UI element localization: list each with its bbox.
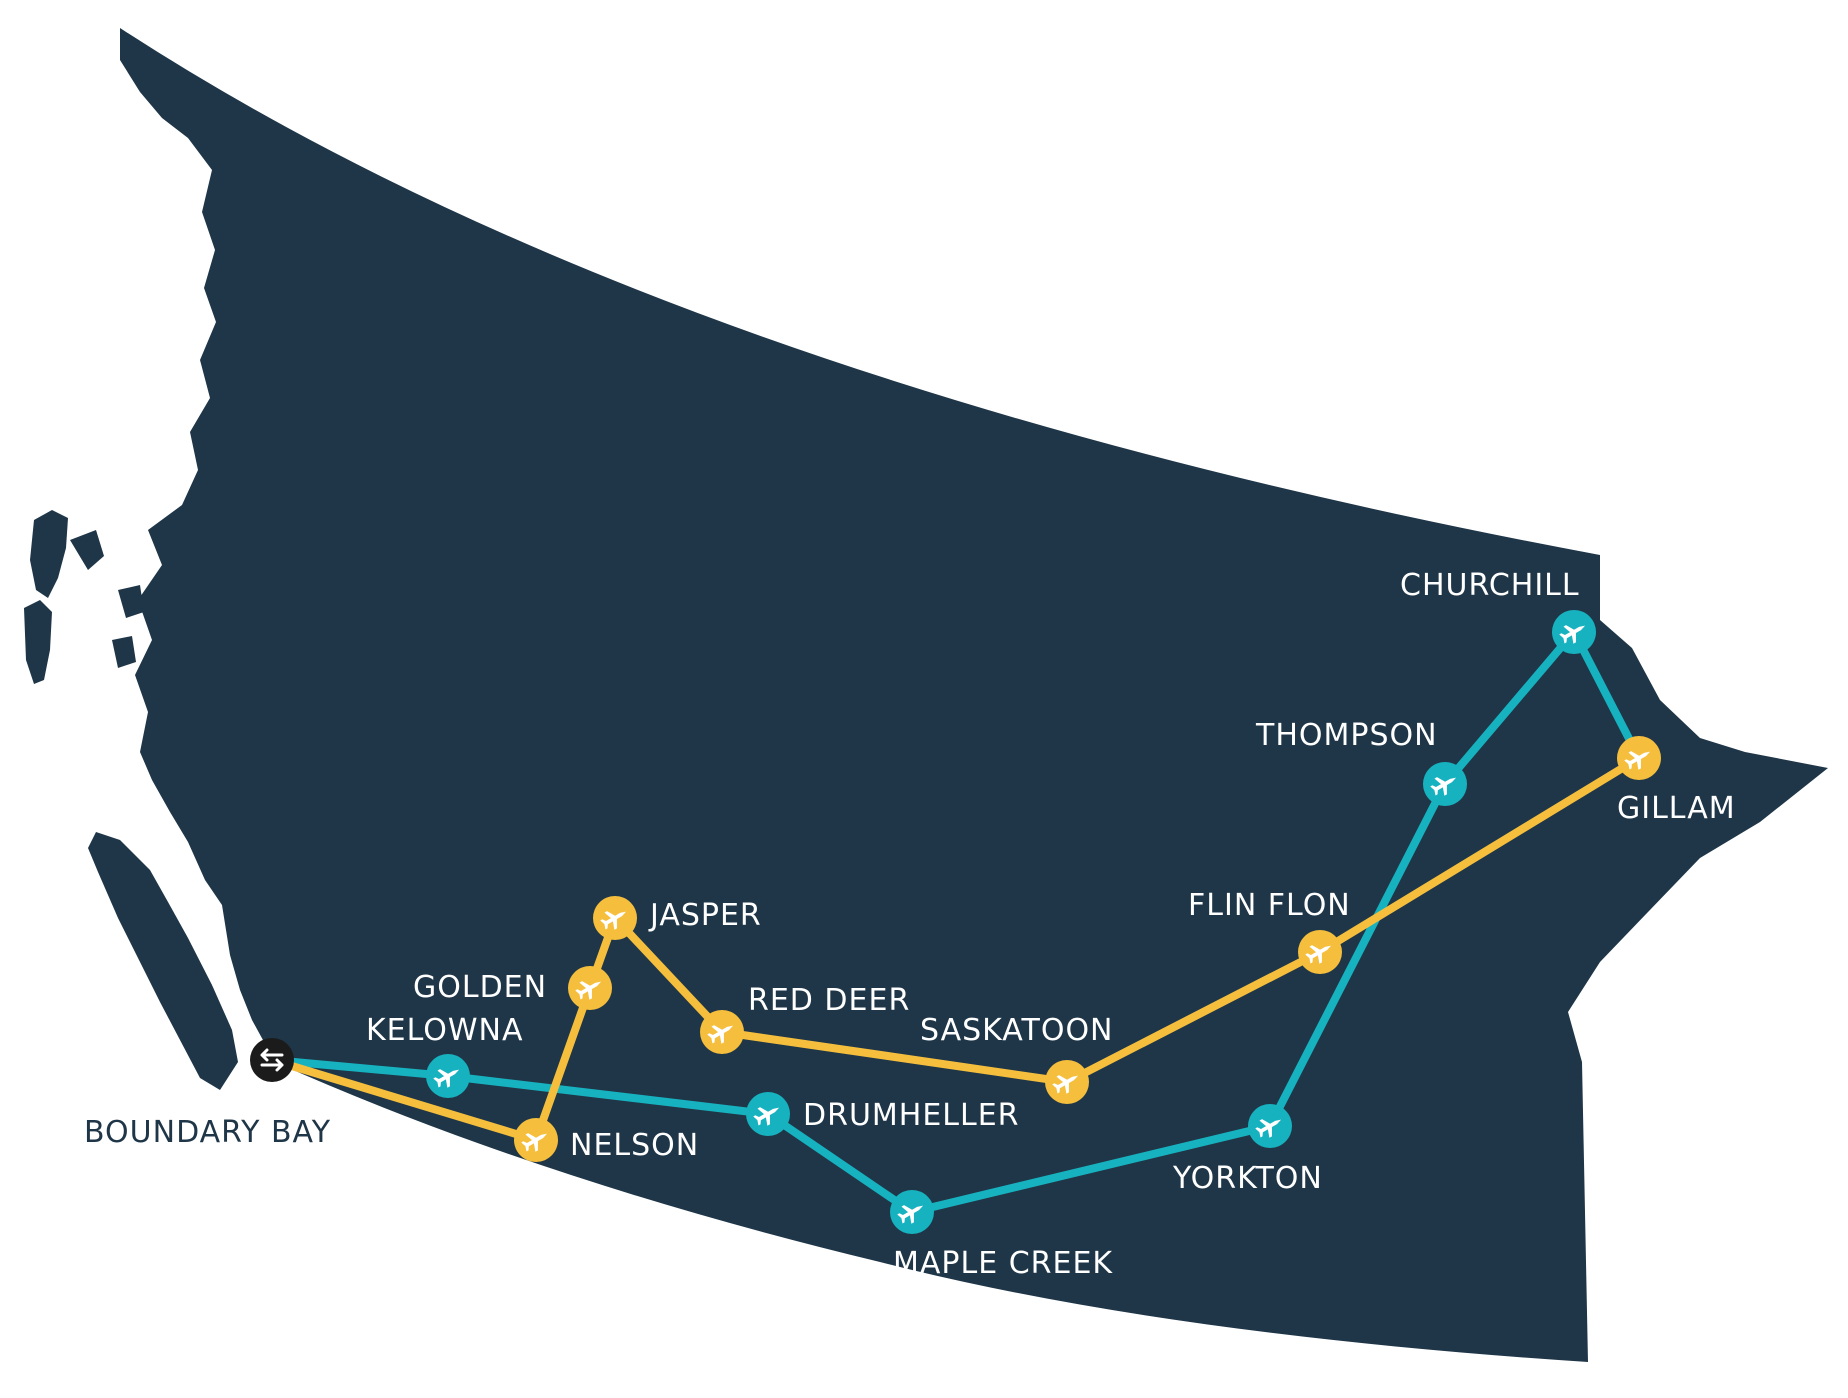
airport-marker-red-deer[interactable]: [700, 1010, 744, 1054]
island-1: [70, 530, 104, 570]
label-boundary-bay: BOUNDARY BAY: [84, 1115, 331, 1150]
airport-marker-nelson[interactable]: [514, 1118, 558, 1162]
label-thompson: THOMPSON: [1255, 718, 1438, 753]
label-jasper: JASPER: [648, 898, 762, 933]
swap-arrows-icon: [260, 1048, 284, 1072]
airport-marker-flin-flon[interactable]: [1298, 930, 1342, 974]
label-yorkton: YORKTON: [1172, 1161, 1323, 1196]
label-kelowna: KELOWNA: [366, 1013, 524, 1048]
start-circle: [250, 1038, 294, 1082]
island-4: [150, 656, 172, 686]
haida-gwaii-south: [24, 600, 52, 684]
vancouver-island: [88, 832, 238, 1090]
labels-layer: BOUNDARY BAY KELOWNA DRUMHELLER MAPLE CR…: [84, 568, 1736, 1281]
airport-marker-saskatoon[interactable]: [1045, 1060, 1089, 1104]
label-golden: GOLDEN: [413, 970, 547, 1005]
airport-marker-yorkton[interactable]: [1248, 1104, 1292, 1148]
island-3: [112, 636, 136, 668]
label-nelson: NELSON: [570, 1128, 699, 1163]
airport-marker-gillam[interactable]: [1617, 736, 1661, 780]
airport-marker-thompson[interactable]: [1423, 762, 1467, 806]
airport-marker-kelowna[interactable]: [426, 1054, 470, 1098]
markers-layer: [250, 610, 1661, 1234]
airport-marker-drumheller[interactable]: [746, 1092, 790, 1136]
label-churchill: CHURCHILL: [1400, 568, 1580, 603]
label-drumheller: DRUMHELLER: [803, 1098, 1020, 1133]
label-flin-flon: FLIN FLON: [1188, 888, 1351, 923]
airport-marker-churchill[interactable]: [1552, 610, 1596, 654]
haida-gwaii-north: [30, 510, 68, 598]
label-maple-creek: MAPLE CREEK: [893, 1246, 1113, 1281]
route-teal: [271, 628, 1643, 1216]
route-gold: [270, 754, 1642, 1144]
routes-layer: [270, 628, 1643, 1216]
airport-marker-golden[interactable]: [568, 966, 612, 1010]
island-5: [154, 738, 186, 756]
island-2: [118, 585, 144, 618]
label-gillam: GILLAM: [1617, 791, 1736, 826]
airport-marker-jasper[interactable]: [593, 896, 637, 940]
start-marker-boundary-bay[interactable]: [250, 1038, 294, 1082]
land-mass: [24, 28, 1828, 1362]
airport-marker-maple-creek[interactable]: [890, 1190, 934, 1234]
label-red-deer: RED DEER: [748, 983, 910, 1018]
mainland-shape: [120, 28, 1828, 1362]
label-saskatoon: SASKATOON: [920, 1013, 1114, 1048]
